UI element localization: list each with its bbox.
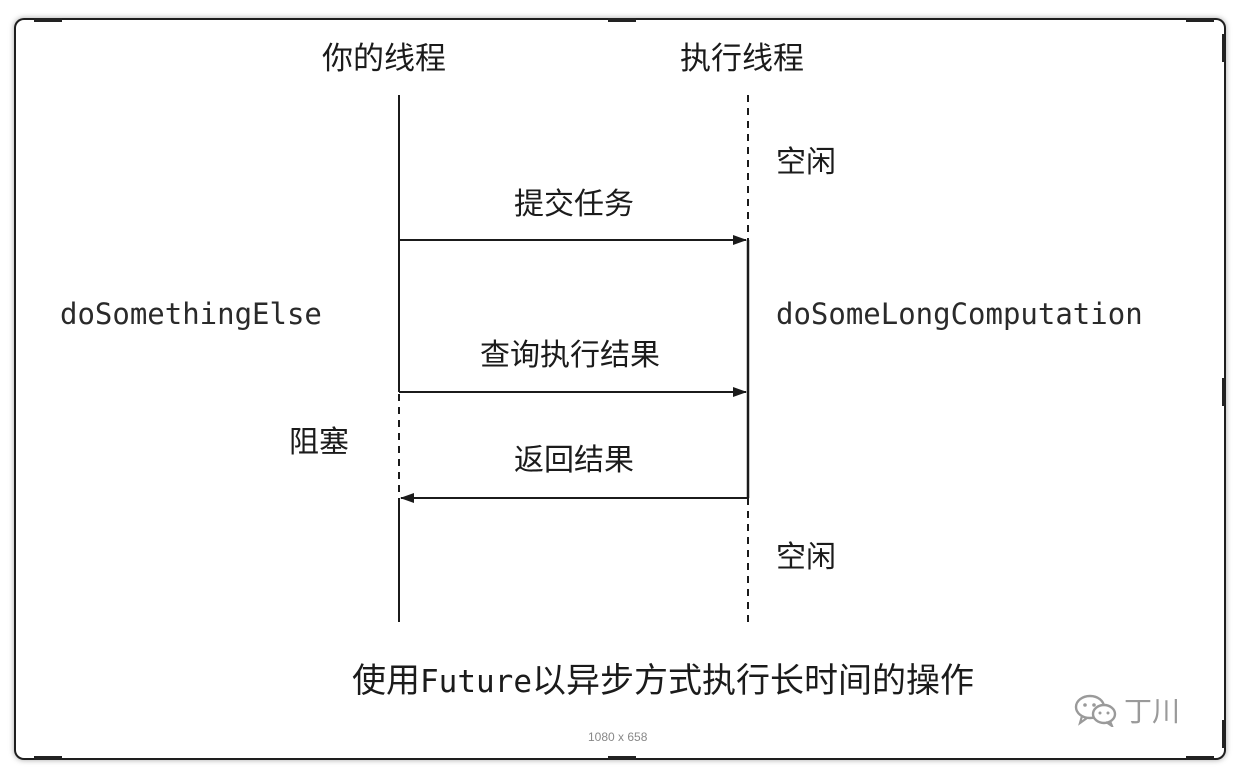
your-thread-header: 你的线程 <box>322 41 446 77</box>
frame-notch-bottom-middle <box>608 756 636 760</box>
do-something-else-label: doSomethingElse <box>60 297 322 331</box>
idle-label-top: 空闲 <box>776 145 836 180</box>
blocked-label: 阻塞 <box>289 425 349 460</box>
query-result-label: 查询执行结果 <box>480 338 660 373</box>
frame-notch-top-middle <box>608 18 636 22</box>
frame-notch-top-right <box>1186 18 1214 22</box>
frame-notch-right-top <box>1222 34 1226 62</box>
watermark: 丁川 <box>1074 690 1180 730</box>
long-computation-label: doSomeLongComputation <box>776 297 1143 331</box>
image-dimensions: 1080 x 658 <box>588 730 648 744</box>
frame-notch-right-middle <box>1222 378 1226 406</box>
frame-notch-top-left <box>34 18 62 22</box>
caption-prefix: 使用 <box>352 661 420 701</box>
idle-label-bottom: 空闲 <box>776 540 836 575</box>
submit-task-label: 提交任务 <box>514 187 634 222</box>
frame-notch-bottom-left <box>34 756 62 760</box>
caption-code: Future <box>420 664 532 700</box>
image-frame <box>16 20 1224 758</box>
return-result-label: 返回结果 <box>514 443 634 478</box>
exec-thread-header: 执行线程 <box>680 41 804 77</box>
watermark-text: 丁川 <box>1124 695 1181 728</box>
diagram-caption: 使用Future以异步方式执行长时间的操作 <box>352 664 974 698</box>
frame-notch-bottom-right <box>1186 756 1214 760</box>
frame-notch-right-bottom <box>1222 720 1226 748</box>
caption-suffix: 以异步方式执行长时间的操作 <box>531 661 974 701</box>
wechat-icon <box>1074 694 1117 727</box>
